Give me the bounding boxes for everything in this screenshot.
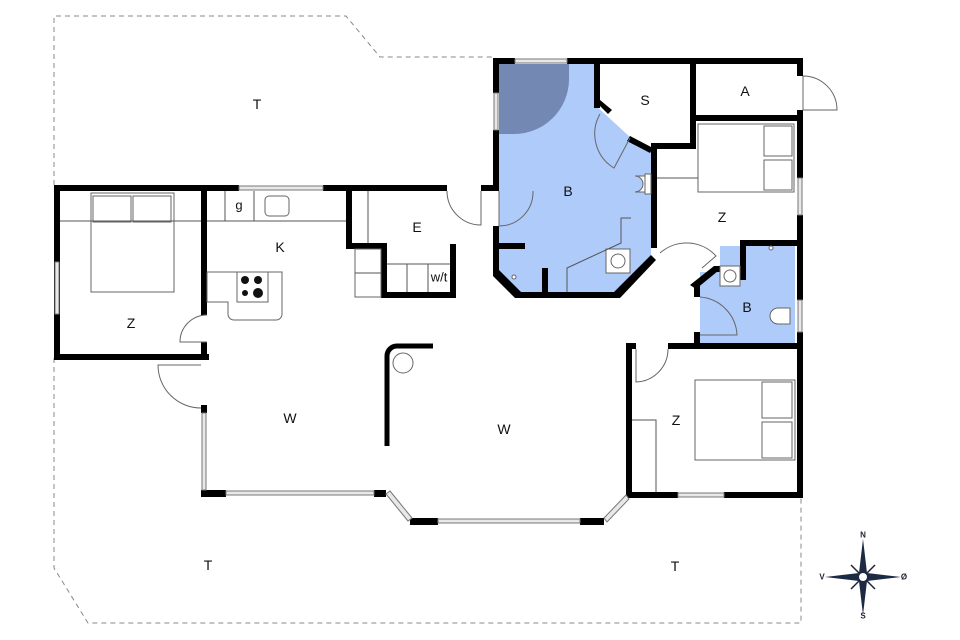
room-label-living-east: W [497,421,511,437]
compass-rose-icon [825,539,901,615]
compass-south-label: S [860,611,866,621]
room-label-storage: A [740,83,750,99]
room-label-living-west: W [283,410,297,426]
room-label-bathroom-main: B [563,183,573,199]
compass-east-label: Ø [900,572,908,582]
walls [54,58,803,525]
room-label-bedroom-southeast: Z [671,412,681,428]
compass-north-label: N [860,530,866,540]
room-label-sauna: S [640,92,650,108]
room-label-terrace-north: T [252,96,262,112]
windows [54,58,803,524]
furniture [60,123,796,492]
room-label-utility: E [412,219,422,235]
room-label-bedroom-northeast: Z [717,209,727,225]
terrace-boundary [53,15,802,624]
compass-west-label: V [819,572,825,582]
room-label-kitchen-counter: g [235,197,243,213]
room-label-washer-dryer: w/t [430,269,448,285]
room-label-terrace-southwest: T [203,557,213,573]
room-label-kitchen: K [275,239,285,255]
room-label-terrace-southeast: T [670,558,680,574]
room-label-bathroom-small: B [742,299,752,315]
room-label-bedroom-west: Z [126,315,136,331]
doors [157,75,838,409]
